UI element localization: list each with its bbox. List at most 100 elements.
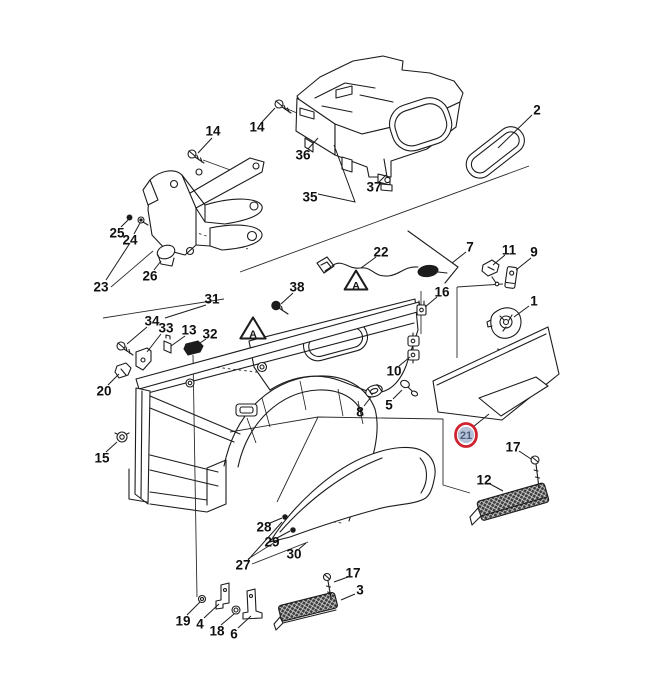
callout-leader-27: [247, 521, 283, 561]
callout-leader-22: [360, 256, 377, 269]
callout-29[interactable]: 29: [264, 535, 279, 550]
highlight-fill: [457, 426, 475, 444]
callout-7[interactable]: 7: [466, 240, 474, 255]
warning-triangle-label-1: A: [352, 280, 360, 292]
part-grommet-8: [365, 384, 383, 398]
part-grommet-19: [197, 594, 207, 604]
callout-leader-38: [280, 292, 294, 305]
part-screw-14-right: [274, 99, 292, 114]
callout-leader-17: [518, 450, 532, 460]
part-wheel-flare-27: [269, 446, 436, 543]
part-rod-7: [407, 230, 459, 284]
callout-15[interactable]: 15: [94, 451, 110, 466]
callout-2[interactable]: 2: [533, 103, 541, 118]
callout-19[interactable]: 19: [175, 614, 190, 629]
part-applique-panel-21: [432, 326, 560, 421]
part-plate-9: [504, 266, 518, 289]
callout-leader-14: [197, 137, 213, 154]
callout-11[interactable]: 11: [502, 243, 517, 258]
part-screw-29: [290, 527, 296, 533]
callout-37[interactable]: 37: [366, 180, 381, 195]
callout-25[interactable]: 25: [109, 226, 125, 241]
part-screw-28: [282, 514, 288, 520]
part-screw-14-left: [187, 149, 205, 164]
callout-12[interactable]: 12: [476, 473, 491, 488]
zone-line: [239, 165, 530, 273]
part-screw-38: [271, 300, 289, 315]
part-step-tread-12: [469, 482, 550, 526]
callout-5[interactable]: 5: [385, 398, 393, 413]
part-nut-18: [231, 605, 241, 615]
callout-leader-8: [363, 396, 372, 407]
callout-26[interactable]: 26: [142, 269, 158, 284]
callout-leader-14: [261, 107, 276, 123]
part-cable-22: [316, 256, 448, 278]
callout-8[interactable]: 8: [356, 405, 364, 420]
part-bracket-4: [215, 582, 230, 610]
callout-leader-33: [146, 333, 162, 353]
callout-23[interactable]: 23: [93, 280, 109, 295]
callout-18[interactable]: 18: [209, 624, 225, 639]
callout-leader-10: [398, 356, 411, 367]
callout-14[interactable]: 14: [249, 120, 265, 135]
callout-leader-1: [513, 305, 530, 318]
callout-leader-32: [196, 338, 207, 346]
callout-34[interactable]: 34: [144, 314, 160, 329]
callout-24[interactable]: 24: [122, 233, 138, 248]
callout-leader-37: [378, 174, 387, 183]
callout-16[interactable]: 16: [434, 285, 450, 300]
callout-leader-35: [317, 144, 356, 203]
part-screw-34: [116, 341, 134, 356]
callout-leader-23: [105, 242, 131, 281]
part-fuel-door-1: [486, 307, 522, 339]
part-clip-16: [416, 300, 427, 316]
part-clip-13: [163, 334, 172, 354]
callout-38[interactable]: 38: [289, 280, 305, 295]
part-screw-17-lower: [322, 572, 333, 599]
part-bumper-26: [156, 244, 176, 267]
callout-21-highlighted[interactable]: 21: [460, 430, 472, 442]
highlight-ring-21[interactable]: [454, 422, 478, 448]
callout-33[interactable]: 33: [158, 321, 174, 336]
part-bolt-24: [137, 216, 149, 226]
callout-4[interactable]: 4: [196, 617, 204, 632]
part-battery-tray: [295, 55, 464, 192]
callout-13[interactable]: 13: [181, 323, 197, 338]
callout-6[interactable]: 6: [230, 627, 238, 642]
callout-32[interactable]: 32: [202, 327, 217, 342]
zone-line: [192, 354, 198, 598]
callout-20[interactable]: 20: [96, 384, 111, 399]
callout-28[interactable]: 28: [256, 520, 272, 535]
callout-9[interactable]: 9: [530, 245, 538, 260]
part-seal-ring-2: [465, 126, 525, 179]
callout-30[interactable]: 30: [286, 547, 301, 562]
callout-22[interactable]: 22: [373, 245, 388, 260]
callout-leader-20: [107, 373, 120, 386]
callout-3[interactable]: 3: [356, 583, 364, 598]
zone-line: [202, 159, 234, 172]
callout-31[interactable]: 31: [204, 292, 220, 307]
callout-leader-7: [451, 251, 467, 264]
callout-leader-34: [126, 326, 148, 345]
callout-36[interactable]: 36: [295, 148, 311, 163]
callout-leader-30: [298, 542, 307, 550]
zone-line: [276, 416, 319, 503]
callout-10[interactable]: 10: [386, 364, 401, 379]
callout-14[interactable]: 14: [205, 124, 221, 139]
callout-35[interactable]: 35: [302, 190, 318, 205]
callout-leader-11: [492, 254, 506, 266]
callout-27[interactable]: 27: [235, 558, 250, 573]
callout-17[interactable]: 17: [505, 440, 520, 455]
callout-leader-36: [307, 137, 319, 150]
callout-leader-25: [120, 219, 129, 228]
zone-line: [110, 250, 154, 288]
part-step-tread-3: [273, 592, 338, 631]
callout-leader-3: [340, 593, 356, 601]
callout-leader-17: [333, 576, 349, 583]
callout-1[interactable]: 1: [530, 294, 538, 309]
callout-17[interactable]: 17: [345, 566, 360, 581]
callout-leader-6: [237, 615, 252, 629]
part-nut-15: [114, 431, 130, 443]
warning-triangle-label-2: A: [249, 328, 257, 340]
